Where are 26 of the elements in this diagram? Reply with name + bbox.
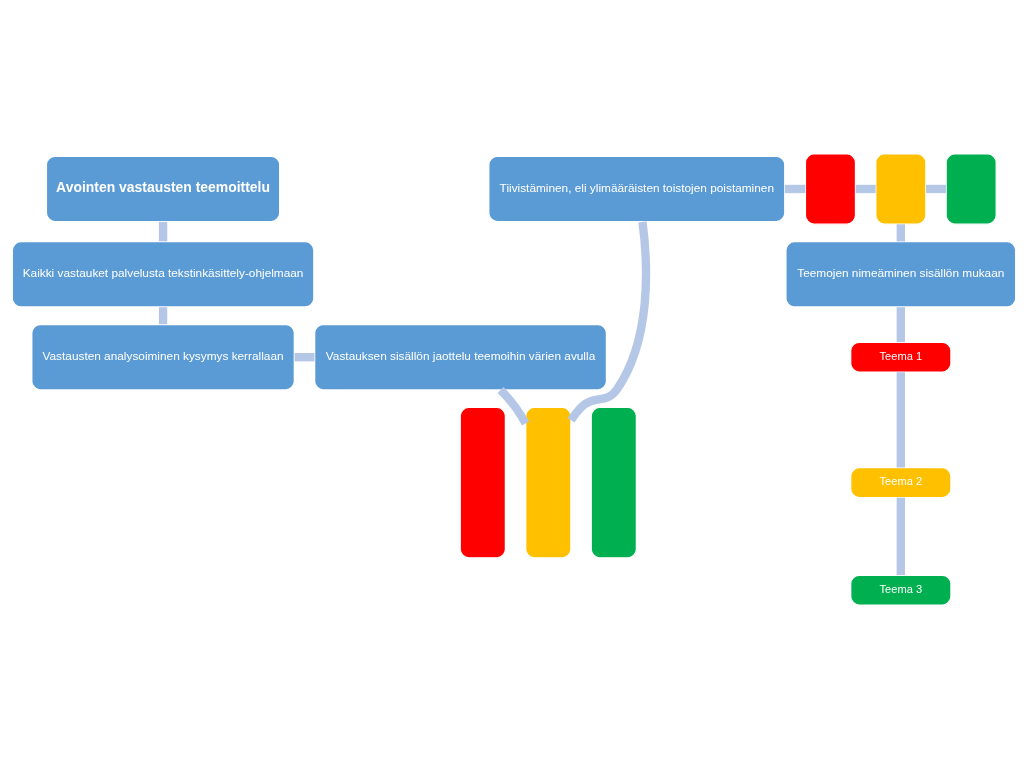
- connector: [896, 223, 905, 241]
- node-bar: [524, 406, 572, 559]
- connector: [158, 306, 167, 324]
- node-box: Vastauksen sisällön jaottelu teemoihin värien avulla: [313, 323, 607, 391]
- connector: [294, 352, 314, 361]
- node-box: [944, 152, 997, 225]
- node-box: Tiivistäminen, eli ylimääräisten toistojen poistaminen: [487, 155, 785, 222]
- node-box: Teema 1: [849, 341, 952, 373]
- connector: [158, 221, 167, 241]
- node-box: [804, 152, 856, 225]
- connector: [784, 184, 805, 193]
- connector: [567, 220, 650, 423]
- node-box: Vastausten analysoiminen kysymys kerrallaan: [30, 323, 295, 391]
- node-box: Teemojen nimeäminen sisällön mukaan: [784, 240, 1016, 308]
- connector: [896, 371, 905, 468]
- node-box: Avointen vastausten teemoittelu: [45, 155, 280, 222]
- node-box: Teema 2: [849, 466, 952, 498]
- connector: [925, 184, 946, 193]
- node-bar: [459, 406, 506, 559]
- node-bar: [589, 406, 637, 559]
- node-box: Teema 3: [849, 574, 952, 606]
- connector: [855, 184, 876, 193]
- node-box: [874, 152, 927, 225]
- connector: [896, 497, 905, 575]
- node-box: Kaikki vastauket palvelusta tekstinkäsittely-ohjelmaan: [11, 240, 315, 308]
- connector: [896, 306, 905, 342]
